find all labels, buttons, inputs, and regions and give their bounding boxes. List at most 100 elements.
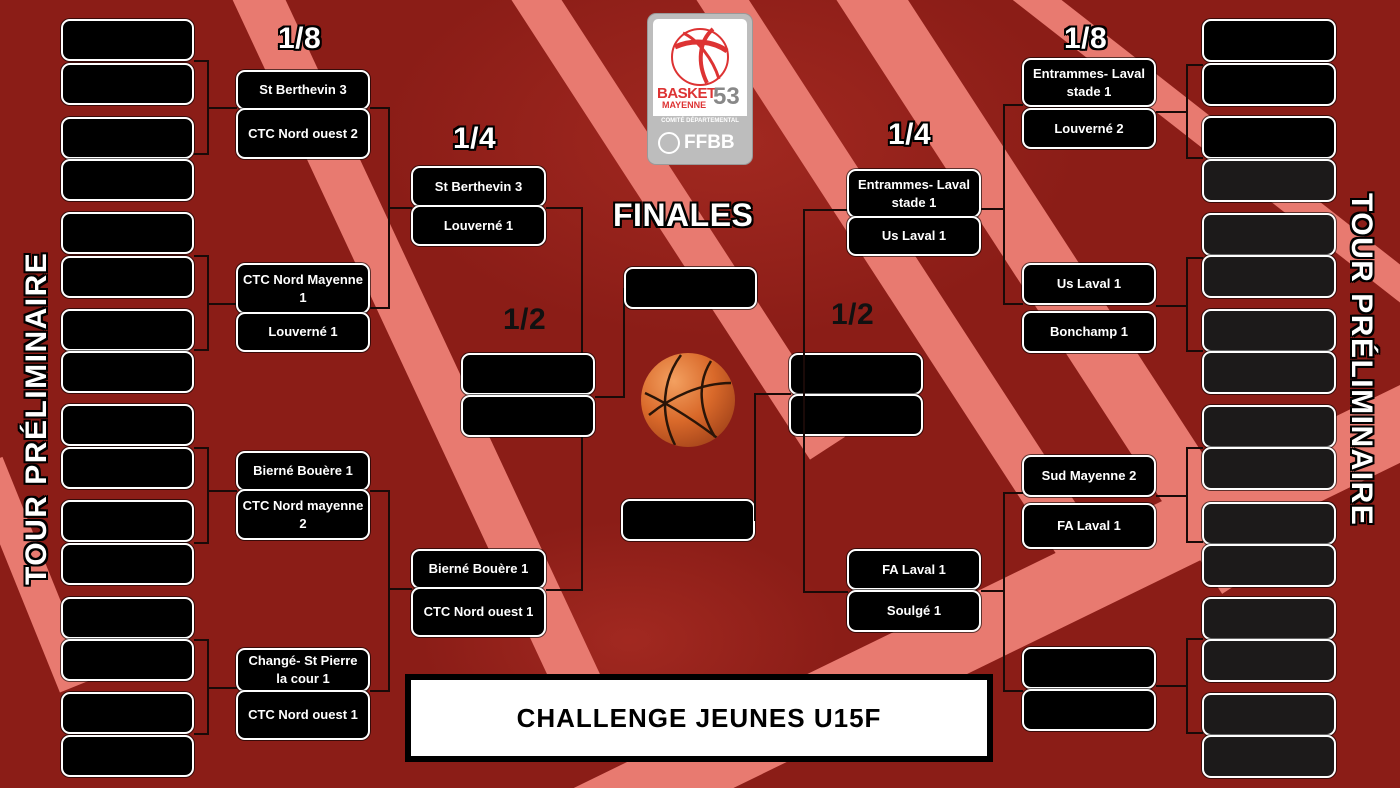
bracket-connector [1003, 303, 1023, 305]
round-label-1-4-left: 1/4 [453, 122, 497, 155]
bracket-connector [1003, 104, 1023, 106]
match-left-r16-4-team2[interactable]: CTC Nord ouest 1 [236, 690, 370, 740]
match-left-qf-2-team1[interactable]: Bierné Bouère 1 [411, 549, 546, 589]
bracket-connector [546, 207, 582, 209]
bracket-connector [1186, 350, 1203, 352]
match-right-sf-team1[interactable] [789, 353, 923, 395]
bracket-connector [803, 591, 848, 593]
preliminary-slot-right[interactable] [1202, 351, 1336, 394]
match-right-r16-2-team2[interactable]: Bonchamp 1 [1022, 311, 1156, 353]
preliminary-slot-left[interactable] [61, 597, 194, 639]
preliminary-slot-right[interactable] [1202, 639, 1336, 682]
bracket-connector [370, 107, 389, 109]
match-right-r16-4-team2[interactable] [1022, 689, 1156, 731]
logo-number: 53 [713, 83, 740, 110]
bracket-connector [388, 588, 412, 590]
preliminary-slot-left[interactable] [61, 63, 194, 105]
match-left-sf-team1[interactable] [461, 353, 595, 395]
preliminary-slot-left[interactable] [61, 692, 194, 734]
preliminary-slot-left[interactable] [61, 639, 194, 681]
match-left-sf-team2[interactable] [461, 395, 595, 437]
preliminary-slot-right[interactable] [1202, 735, 1336, 778]
bracket-connector [1186, 638, 1188, 734]
bracket-connector [370, 690, 389, 692]
finals-label: FINALES [613, 197, 754, 233]
preliminary-slot-right[interactable] [1202, 693, 1336, 736]
bracket-connector [1003, 492, 1023, 494]
preliminary-slot-right[interactable] [1202, 309, 1336, 352]
preliminary-slot-right[interactable] [1202, 502, 1336, 545]
bracket-connector [207, 447, 209, 544]
preliminary-slot-left[interactable] [61, 404, 194, 446]
preliminary-slot-left[interactable] [61, 735, 194, 777]
preliminary-slot-left[interactable] [61, 543, 194, 585]
preliminary-slot-right[interactable] [1202, 213, 1336, 256]
match-right-qf-1-team2[interactable]: Us Laval 1 [847, 216, 981, 256]
bracket-connector [207, 687, 237, 689]
bracket-connector [194, 255, 208, 257]
bracket-connector [623, 288, 625, 398]
match-left-qf-1-team1[interactable]: St Berthevin 3 [411, 166, 546, 207]
match-right-r16-3-team1[interactable]: Sud Mayenne 2 [1022, 455, 1156, 497]
bracket-connector [194, 447, 208, 449]
preliminary-slot-right[interactable] [1202, 159, 1336, 202]
bracket-connector [388, 490, 390, 692]
preliminary-slot-left[interactable] [61, 256, 194, 298]
round-label-1-8-left: 1/8 [278, 22, 322, 55]
match-left-r16-2-team2[interactable]: Louverné 1 [236, 312, 370, 352]
bracket-connector [755, 393, 791, 395]
preliminary-slot-left[interactable] [61, 500, 194, 542]
match-left-qf-2-team2[interactable]: CTC Nord ouest 1 [411, 587, 546, 637]
preliminary-slot-left[interactable] [61, 19, 194, 61]
finals-slot-top[interactable] [624, 267, 757, 309]
bracket-connector [1156, 305, 1187, 307]
preliminary-slot-right[interactable] [1202, 116, 1336, 159]
match-left-qf-1-team2[interactable]: Louverné 1 [411, 205, 546, 246]
round-label-1-2-right: 1/2 [831, 298, 875, 331]
match-left-r16-4-team1[interactable]: Changé- St Pierre la cour 1 [236, 648, 370, 692]
match-right-r16-1-team1[interactable]: Entrammes- Laval stade 1 [1022, 58, 1156, 107]
match-left-r16-2-team1[interactable]: CTC Nord Mayenne 1 [236, 263, 370, 314]
match-right-r16-4-team1[interactable] [1022, 647, 1156, 689]
bracket-connector [803, 209, 848, 211]
preliminary-slot-right[interactable] [1202, 63, 1336, 106]
preliminary-slot-right[interactable] [1202, 19, 1336, 62]
bracket-connector [194, 349, 208, 351]
preliminary-slot-left[interactable] [61, 159, 194, 201]
bracket-connector [1003, 690, 1023, 692]
match-right-qf-2-team1[interactable]: FA Laval 1 [847, 549, 981, 590]
competition-title-banner: CHALLENGE JEUNES U15F [405, 674, 993, 762]
bracket-connector [1186, 64, 1203, 66]
match-right-qf-2-team2[interactable]: Soulgé 1 [847, 590, 981, 632]
preliminary-slot-left[interactable] [61, 212, 194, 254]
preliminary-slot-left[interactable] [61, 351, 194, 393]
preliminary-round-label-right: TOUR PRÉLIMINAIRE [1345, 193, 1378, 527]
competition-title: CHALLENGE JEUNES U15F [411, 680, 987, 756]
bracket-connector [1186, 447, 1188, 543]
match-right-r16-1-team2[interactable]: Louverné 2 [1022, 108, 1156, 149]
basket-mayenne-logo: BASKET MAYENNE 53 COMITÉ DÉPARTEMENTAL F… [648, 14, 752, 164]
match-left-r16-3-team2[interactable]: CTC Nord mayenne 2 [236, 489, 370, 540]
preliminary-slot-right[interactable] [1202, 544, 1336, 587]
preliminary-slot-right[interactable] [1202, 597, 1336, 640]
match-right-sf-team2[interactable] [789, 394, 923, 436]
match-right-qf-1-team1[interactable]: Entrammes- Laval stade 1 [847, 169, 981, 218]
match-left-r16-1-team2[interactable]: CTC Nord ouest 2 [236, 108, 370, 159]
preliminary-slot-right[interactable] [1202, 255, 1336, 298]
bracket-connector [981, 208, 1004, 210]
logo-mayenne-text: MAYENNE [662, 100, 707, 110]
match-right-r16-2-team1[interactable]: Us Laval 1 [1022, 263, 1156, 305]
match-left-r16-1-team1[interactable]: St Berthevin 3 [236, 70, 370, 110]
preliminary-slot-left[interactable] [61, 309, 194, 351]
round-label-1-2-left: 1/2 [503, 303, 547, 336]
match-left-r16-3-team1[interactable]: Bierné Bouère 1 [236, 451, 370, 491]
round-label-1-4-right: 1/4 [888, 118, 932, 151]
bracket-connector [1156, 495, 1187, 497]
preliminary-slot-left[interactable] [61, 447, 194, 489]
preliminary-slot-right[interactable] [1202, 405, 1336, 448]
preliminary-slot-left[interactable] [61, 117, 194, 159]
preliminary-slot-right[interactable] [1202, 447, 1336, 490]
logo-subtitle: COMITÉ DÉPARTEMENTAL [661, 118, 739, 124]
match-right-r16-3-team2[interactable]: FA Laval 1 [1022, 503, 1156, 549]
finals-slot-bottom[interactable] [621, 499, 755, 541]
